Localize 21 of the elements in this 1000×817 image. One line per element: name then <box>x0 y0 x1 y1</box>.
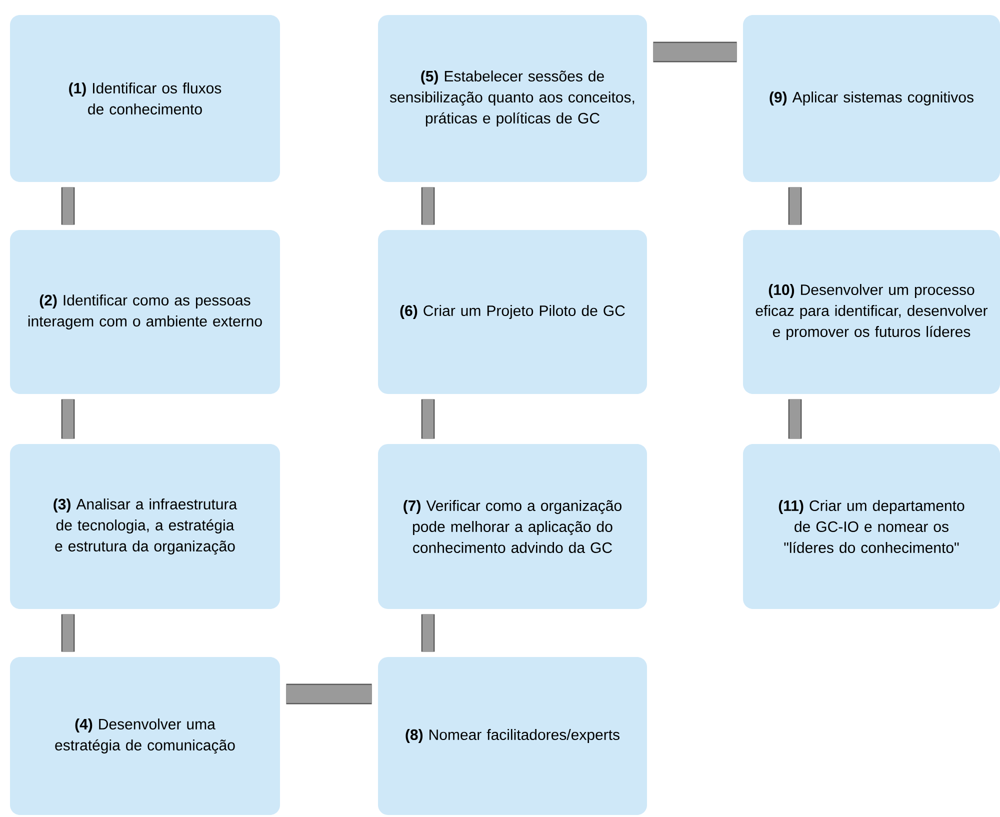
process-box: (7) Verificar como a organização pode melhorar a aplicação do conhecimento advindo da GC <box>378 444 647 609</box>
process-box: (8) Nomear facilitadores/experts <box>378 657 647 815</box>
connector-bar <box>421 399 435 439</box>
process-box: (3) Analisar a infraestrutura de tecnologia, a estratégia e estrutura da organização <box>10 444 280 609</box>
process-box: (9) Aplicar sistemas cognitivos <box>743 15 1000 182</box>
process-box: (5) Estabelecer sessões de sensibilização quanto aos conceitos, práticas e políticas de GC <box>378 15 647 182</box>
connector-bar <box>61 399 75 439</box>
connector-bar <box>286 684 372 704</box>
connector-bar <box>61 614 75 652</box>
process-box: (11) Criar um departamento de GC-IO e nomear os "líderes do conhecimento" <box>743 444 1000 609</box>
connector-bar <box>421 187 435 225</box>
process-box: (1) Identificar os fluxos de conhecimento <box>10 15 280 182</box>
connector-bar <box>788 399 802 439</box>
connector-bar <box>421 614 435 652</box>
connector-bar <box>653 42 737 62</box>
process-box: (10) Desenvolver um processo eficaz para identificar, desenvolver e promover os futuros líderes <box>743 230 1000 394</box>
process-box: (2) Identificar como as pessoas interagem com o ambiente externo <box>10 230 280 394</box>
process-box: (6) Criar um Projeto Piloto de GC <box>378 230 647 394</box>
connector-bar <box>61 187 75 225</box>
connector-bar <box>788 187 802 225</box>
process-box: (4) Desenvolver uma estratégia de comunicação <box>10 657 280 815</box>
